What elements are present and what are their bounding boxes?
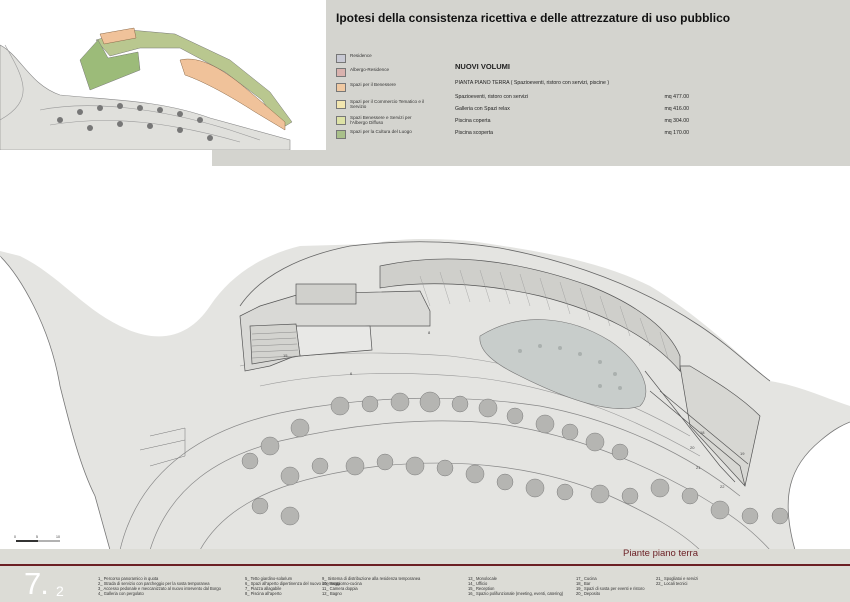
legend-label: Albergo-Residence	[350, 67, 390, 72]
plan-label: 6	[350, 371, 353, 376]
separator-strip	[0, 150, 850, 166]
legend-label: Residence	[350, 53, 372, 58]
legend-item: Spazi per il Benessere	[336, 82, 430, 96]
key-entry: 9_ Sistema di distribuzione alla residen…	[322, 576, 421, 581]
key-entry: 5_ Tetto giardino-solarium	[245, 576, 293, 581]
key-entry: 19_ Spazi di sosta per eventi e ristoro	[576, 586, 645, 591]
plan-label: 18	[700, 430, 705, 435]
new-volume-area: mq 416.00	[664, 106, 689, 112]
legend-swatch	[336, 54, 346, 63]
legend-swatch	[336, 83, 346, 92]
legend-label: Spazi per la Cultura del Luogo	[350, 129, 412, 134]
key-entry: 22_ Locali tecnici	[656, 581, 688, 586]
separator-strip-white	[0, 150, 212, 166]
plan-label: 22	[720, 484, 725, 489]
new-volumes-title: NUOVI VOLUMI	[455, 62, 511, 71]
new-volume-area: mq 304.00	[664, 118, 689, 124]
ground-floor-plan	[0, 166, 850, 550]
key-entry: 20_ Deposito	[576, 591, 601, 596]
new-volume-row: Piscina scoperta mq 170.00	[455, 130, 689, 136]
legend-swatch	[336, 130, 346, 139]
new-volume-label: Galleria con Spazi relax	[455, 106, 510, 112]
scale-label-10: 10	[56, 535, 60, 539]
plan-label: 21	[696, 465, 701, 470]
plan-label: 8	[428, 330, 431, 335]
new-volume-label: Spazioeventi, ristoro con servizi	[455, 94, 528, 100]
key-entry: 17_ Cucina	[576, 576, 597, 581]
legend-item: Spazi Benessere e Servizi per l'Albergo …	[336, 115, 430, 129]
legend-label: Spazi per il Commercio Tematico e il Ser…	[350, 99, 425, 110]
scale-label-0: 0	[14, 535, 16, 539]
key-entry: 14_ Ufficio	[468, 581, 488, 586]
legend-label: Spazi per il Benessere	[350, 82, 396, 87]
key-entry: 3_ Accesso pedonale e meccanizzato al nu…	[98, 586, 221, 591]
new-volume-row: Galleria con Spazi relax mq 416.00	[455, 106, 689, 112]
key-entry: 21_ Spogliatoi e servizi	[656, 576, 699, 581]
key-entry: 18_ Bar	[576, 581, 591, 586]
info-panel	[326, 0, 850, 150]
key-plan-thumbnail	[0, 0, 326, 150]
legend-item: Albergo-Residence	[336, 67, 430, 81]
new-volume-area: mq 170.00	[664, 130, 689, 136]
scale-label-5: 5	[36, 535, 38, 539]
key-entry: 16_ Spazio polifunzionale (meeting, even…	[468, 591, 564, 596]
legend-swatch	[336, 100, 346, 109]
key-entry: 10_ Soggiorno-cucina	[322, 581, 362, 586]
new-volume-row: Spazioeventi, ristoro con servizi mq 477.…	[455, 94, 689, 100]
new-volume-label: Piscina scoperta	[455, 130, 494, 136]
drawing-title: Piante piano terra	[623, 548, 698, 559]
plan-label: 15	[283, 353, 288, 358]
key-column: 9_ Sistema di distribuzione alla residen…	[322, 576, 420, 596]
new-volume-row: Piscina coperta mq 304.00	[455, 118, 689, 124]
key-entry: 4_ Galleria con pergolato	[98, 591, 144, 596]
plan-label: 20	[690, 445, 695, 450]
key-entry: 15_ Reception	[468, 586, 495, 591]
legend-label: Spazi Benessere e Servizi per l'Albergo …	[350, 115, 412, 126]
scale-bar: 0 5 10	[14, 535, 60, 542]
footer-rule	[0, 564, 850, 566]
key-entry: 1_ Percorso panoramico in quota	[98, 576, 159, 581]
key-entry: 12_ Bagno	[322, 591, 342, 596]
sheet-title: Ipotesi della consistenza ricettiva e de…	[336, 11, 731, 25]
key-entry: 8_ Piscina all'aperto	[245, 591, 282, 596]
plan-label: 19	[740, 451, 745, 456]
key-entry: 2_ Strada di servizio con parcheggio per…	[98, 581, 210, 586]
footer-band	[0, 549, 850, 602]
legend-item: Spazi per il Commercio Tematico e il Ser…	[336, 99, 430, 113]
key-entry: 11_ Camera doppia	[322, 586, 358, 591]
key-entry: 6_ Spazi all'aperto dipertinenza del nuo…	[245, 581, 341, 586]
legend-swatch	[336, 68, 346, 77]
new-volume-area: mq 477.00	[664, 94, 689, 100]
new-volumes-subtitle: PIANTA PIANO TERRA ( Spazioeventi, risto…	[455, 80, 610, 86]
page-number: 7.	[24, 566, 49, 601]
legend-item: Residence	[336, 53, 430, 67]
legend-item: Spazi per la Cultura del Luogo	[336, 129, 430, 143]
new-volume-label: Piscina coperta	[455, 118, 491, 124]
key-entry: 13_ Monolocale	[468, 576, 497, 581]
page-number-sub: 2	[56, 583, 64, 599]
key-entry: 7_ Piazza allagabile	[245, 586, 282, 591]
legend-swatch	[336, 116, 346, 125]
